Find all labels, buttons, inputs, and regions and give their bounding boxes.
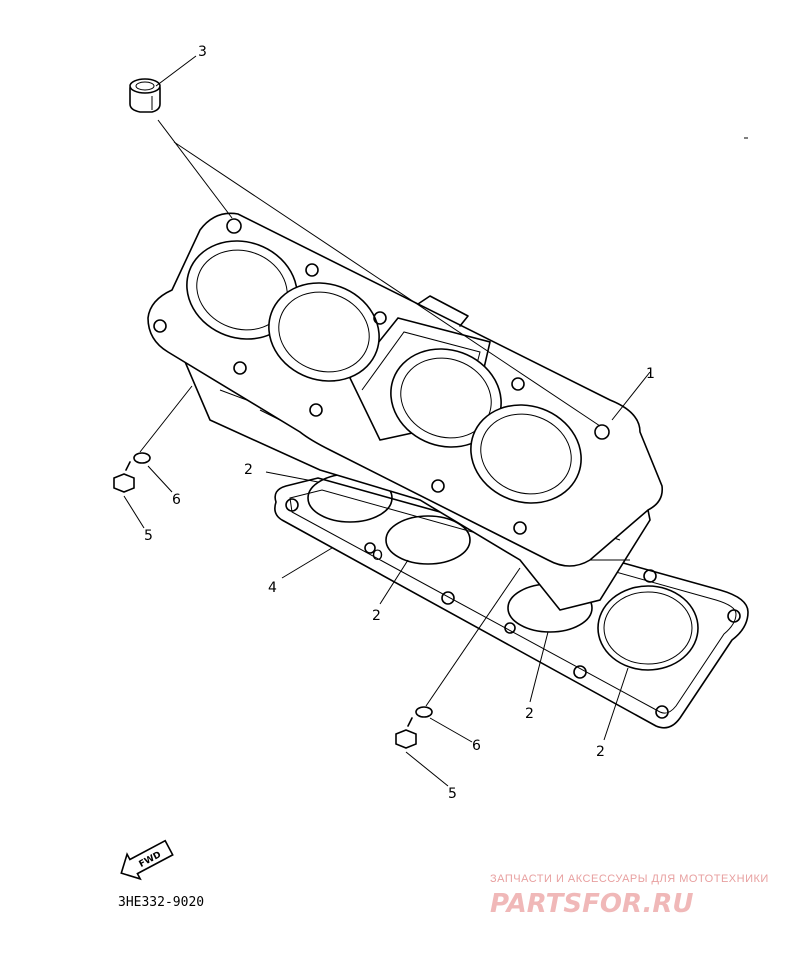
- cylinder-block: [147, 212, 664, 611]
- part-code: 3HE332-9020: [118, 895, 204, 910]
- callout-6: 6: [472, 738, 481, 754]
- callout-2: 2: [596, 744, 605, 760]
- callout-1: 1: [646, 366, 655, 382]
- dowel-pin: [129, 78, 161, 113]
- callout-2: 2: [372, 608, 381, 624]
- leader-lines: [123, 55, 651, 787]
- bolt-lower: [395, 706, 433, 749]
- callout-6: 6: [172, 492, 181, 508]
- watermark-tagline: ЗАПЧАСТИ И АКСЕССУАРЫ ДЛЯ МОТОТЕХНИКИ: [490, 873, 769, 885]
- callout-5: 5: [144, 528, 153, 544]
- watermark: ЗАПЧАСТИ И АКСЕССУАРЫ ДЛЯ МОТОТЕХНИКИ PA…: [490, 873, 769, 919]
- cylinder-base-gasket: O: [274, 477, 749, 729]
- callout-3: 3: [198, 44, 207, 60]
- callout-2: 2: [244, 462, 253, 478]
- callout-5: 5: [448, 786, 457, 802]
- svg-text:O: O: [372, 548, 383, 564]
- fwd-arrow-icon: FWD: [120, 839, 174, 881]
- callout-2: 2: [525, 706, 534, 722]
- callout-4: 4: [268, 580, 277, 596]
- bolt-upper: [113, 452, 151, 493]
- watermark-logo: PARTSFOR.RU: [490, 889, 693, 919]
